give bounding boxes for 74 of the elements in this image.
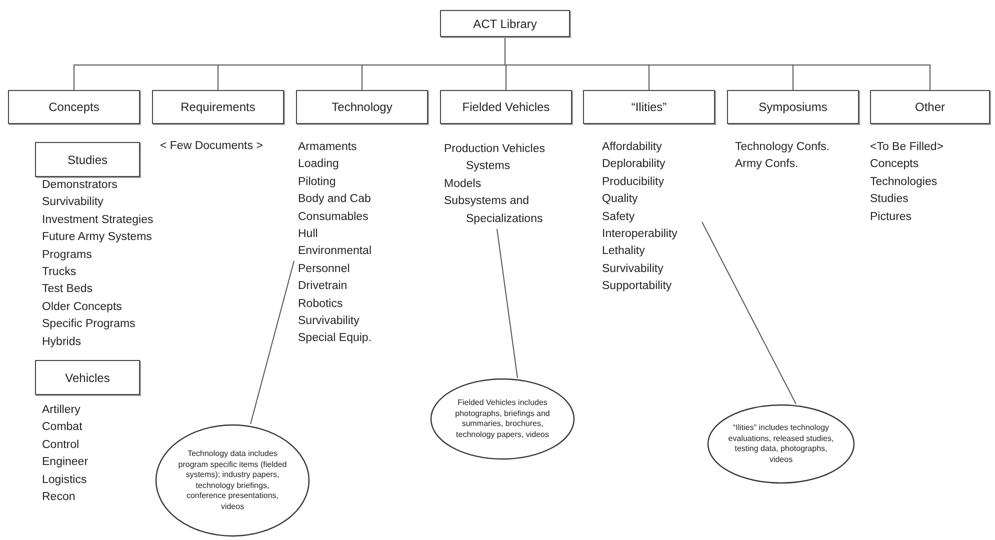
- list-item: Army Confs.: [735, 157, 798, 172]
- leader-line: [250, 260, 294, 424]
- list-item: Personnel: [298, 262, 351, 277]
- list-item: Control: [42, 438, 80, 453]
- box-label: Technology: [332, 100, 392, 114]
- callout-text: Fielded Vehicles includes photographs, briefings and summaries, brochures, technology papers, videos: [454, 398, 551, 440]
- list-item: Engineer: [42, 455, 88, 470]
- list-item: Lethality: [602, 244, 646, 260]
- box-label: Requirements: [180, 100, 256, 114]
- box-label: Studies: [67, 152, 108, 166]
- box-label: ACT Library: [473, 16, 537, 30]
- category-box: [727, 90, 859, 124]
- list-item: Logistics: [42, 472, 87, 488]
- list-item: Concepts: [870, 157, 919, 172]
- list-item: Drivetrain: [298, 279, 348, 294]
- leader-line: [702, 222, 796, 404]
- list-item: Pictures: [870, 210, 912, 225]
- list-item: Environmental: [298, 244, 373, 260]
- list-item: Producibility: [602, 174, 665, 190]
- box-label: Fielded Vehicles: [462, 100, 550, 114]
- callout-text: “Ilities” includes technology evaluations, released studies, testing data, photographs, videos: [727, 423, 835, 465]
- box-label: Concepts: [48, 100, 100, 114]
- list-item: Older Concepts: [42, 300, 122, 315]
- category-box: [870, 90, 990, 124]
- callout-text: Technology data includes program specific items (fielded systems); industry papers, technology briefings, conference presentations, videos: [177, 449, 288, 512]
- list-item: Consumables: [298, 210, 370, 225]
- list-item: Future Army Systems: [42, 230, 152, 246]
- list-item: Demonstrators: [42, 178, 118, 193]
- list-item: Technologies: [870, 174, 938, 190]
- category-box: [583, 90, 715, 124]
- list-item: Programs: [42, 248, 92, 263]
- list-item: Affordability: [602, 140, 663, 155]
- list-item: Deplorability: [602, 157, 666, 172]
- list-item: Trucks: [42, 265, 76, 280]
- list-item: Recon: [42, 490, 76, 505]
- category-box: [35, 360, 140, 395]
- list-item: Artillery: [42, 403, 80, 418]
- list-item: Interoperability: [602, 227, 678, 242]
- box-label: Vehicles: [65, 370, 110, 384]
- box-label: Symposiums: [758, 100, 828, 114]
- list-item: Survivability: [42, 195, 104, 210]
- category-box: [152, 90, 284, 124]
- list-item: Studies: [870, 192, 908, 208]
- box-label: Other: [914, 100, 945, 114]
- list-item: Combat: [42, 420, 82, 436]
- list-item: Robotics: [298, 296, 344, 312]
- list-item: Survivability: [298, 314, 360, 330]
- category-box: [296, 90, 428, 124]
- list-item: <To Be Filled>: [870, 140, 944, 155]
- list-item: Models: [444, 176, 482, 192]
- list-item: Body and Cab: [298, 192, 372, 208]
- category-box: [440, 90, 572, 124]
- list-item: Test Beds: [42, 282, 92, 298]
- list-item: Loading: [298, 157, 340, 172]
- list-item: Hull: [298, 227, 319, 242]
- list-item: Investment Strategies: [42, 212, 154, 228]
- category-box: [8, 90, 140, 124]
- list-item: Hybrids: [42, 334, 81, 350]
- list-item: Quality: [602, 192, 639, 208]
- list-item: Subsystems and Specializations: [444, 194, 544, 227]
- list-item: Safety: [602, 210, 636, 225]
- list-item: Technology Confs.: [735, 140, 830, 155]
- list-item: Supportability: [602, 279, 673, 294]
- list-item: Special Equip.: [298, 331, 373, 346]
- list-item: < Few Documents >: [160, 139, 263, 154]
- category-box: [440, 10, 570, 37]
- box-label: “Ilities”: [631, 100, 667, 114]
- leader-line: [496, 228, 518, 378]
- list-item: Specific Programs: [42, 317, 136, 332]
- category-box: [35, 142, 140, 177]
- list-item: Armaments: [298, 140, 358, 155]
- list-item: Survivability: [602, 262, 664, 277]
- list-item: Production Vehicles Systems: [444, 142, 546, 174]
- list-item: Piloting: [298, 174, 337, 190]
